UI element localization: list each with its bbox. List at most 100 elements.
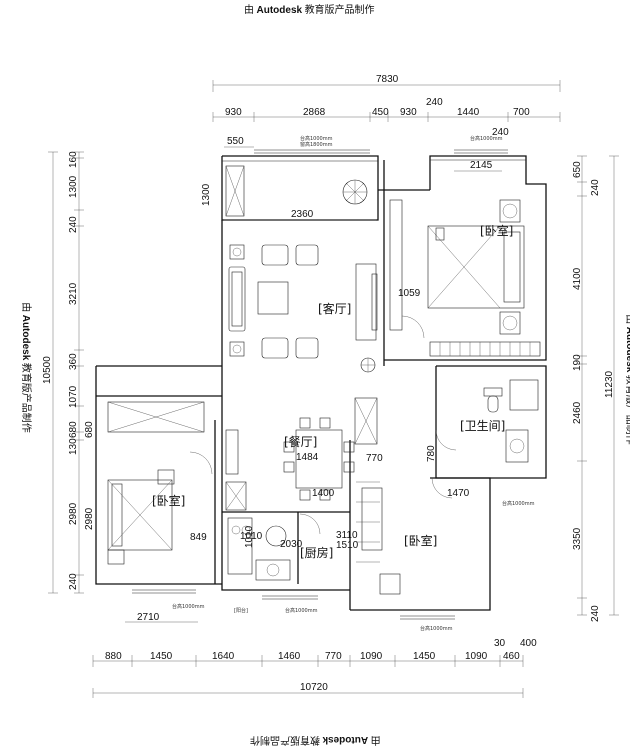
dim-right-0: 650 (572, 161, 583, 178)
plant-icon (342, 179, 368, 205)
washbasin (505, 429, 529, 463)
dim-right-6: 240 (590, 605, 601, 622)
dim-1400: 1400 (312, 488, 335, 499)
dim-770: 770 (366, 453, 383, 464)
dim-top-1: 2868 (303, 107, 326, 118)
dim-left-1: 1300 (68, 175, 79, 198)
bed-sw (107, 469, 175, 565)
dim-top-2: 450 (372, 107, 389, 118)
room-living-label: [客厅] (318, 301, 351, 316)
room-bedroom-sw-label: [卧室] (152, 493, 185, 508)
room-bedroom-se-label: [卧室] (404, 533, 437, 548)
dim-1010-v: 1010 (244, 525, 255, 548)
room-bedroom-ne-label: [卧室] (480, 223, 513, 238)
dim-left-7: 130 (68, 438, 79, 455)
dim-bottom-total: 10720 (300, 682, 328, 693)
note-window-sw: 台高1000mm (172, 603, 205, 610)
note-window-ne: 台高1000mm (470, 135, 503, 142)
dim-1484: 1484 (296, 452, 319, 463)
room-dining-label: [餐厅] (284, 434, 317, 449)
dim-550: 550 (227, 136, 244, 147)
note-window-kitchen: 台高1000mm (285, 607, 318, 614)
wardrobe-se (356, 481, 401, 595)
tv-cabinet (355, 263, 378, 341)
dim-right-5: 3350 (572, 527, 583, 550)
dim-left-4: 360 (68, 353, 79, 370)
dim-bottom-6: 1450 (413, 651, 436, 662)
left-dimension-chain: 10500 160 1300 240 3210 360 1070 680 130… (42, 151, 212, 594)
note-window-se: 台高1000mm (420, 625, 453, 632)
dim-top-total: 7830 (376, 74, 399, 85)
closets (107, 165, 403, 551)
dim-1470: 1470 (447, 488, 470, 499)
bed-ne (427, 199, 525, 335)
shower (509, 379, 539, 411)
dim-680: 680 (84, 421, 95, 438)
dim-right-4: 2460 (572, 401, 583, 424)
room-kitchen-label: [厨房] (300, 545, 333, 560)
dim-780: 780 (426, 445, 437, 462)
wardrobe-ne (429, 341, 541, 357)
dim-left-3: 3210 (68, 282, 79, 305)
dim-top-0: 930 (225, 107, 242, 118)
dim-right-3: 190 (572, 354, 583, 371)
watermark-top: 由 Autodesk 教育版产品制作 (244, 5, 375, 16)
dim-top-5: 700 (513, 107, 530, 118)
dim-1510: 1510 (336, 540, 359, 551)
dim-top-3: 930 (400, 107, 417, 118)
note-balcony: [阳台] (234, 607, 248, 614)
dim-400: 400 (520, 638, 537, 649)
dim-right-1: 240 (590, 179, 601, 196)
dim-bottom-8: 460 (503, 651, 520, 662)
dim-left-6: 680 (68, 421, 79, 438)
window-notes: 台高1000mm 窗高1800mm 台高1000mm 台高1000mm 台高10… (172, 135, 535, 632)
dim-bottom-0: 880 (105, 651, 122, 662)
dim-2145: 2145 (470, 160, 493, 171)
dim-top-240b: 240 (492, 127, 509, 138)
dim-2360: 2360 (291, 209, 314, 220)
dim-left-2: 240 (68, 216, 79, 233)
dim-top-4: 1440 (457, 107, 480, 118)
dim-2980: 2980 (84, 507, 95, 530)
note-window-top2: 窗高1800mm (300, 141, 333, 148)
dim-2030: 2030 (280, 539, 303, 550)
dim-left-8: 2980 (68, 502, 79, 525)
dim-top-240a: 240 (426, 97, 443, 108)
dim-bottom-2: 1640 (212, 651, 235, 662)
dim-right-2: 4100 (572, 267, 583, 290)
dim-left-0: 160 (68, 151, 79, 168)
dim-3110: 3110 (336, 530, 358, 541)
kitchen-counter (227, 517, 291, 581)
dim-bottom-3: 1460 (278, 651, 301, 662)
dim-1300: 1300 (201, 183, 212, 206)
dim-2710: 2710 (137, 612, 160, 623)
bottom-dimension-chain: 880 1450 1640 1460 770 1090 1450 1090 46… (92, 612, 537, 698)
dim-1010: 1010 (240, 531, 263, 542)
interior-dims: 2360 1059 770 780 1470 1400 849 1010 101… (190, 209, 470, 551)
dim-bottom-4: 770 (325, 651, 342, 662)
dim-849: 849 (190, 532, 207, 543)
dim-bottom-1: 1450 (150, 651, 173, 662)
plant-icon-2 (360, 357, 376, 373)
dining-table (283, 417, 355, 501)
dim-30: 30 (494, 638, 506, 649)
toilet (483, 387, 503, 413)
dim-left-9: 240 (68, 573, 79, 590)
sofa-set (228, 244, 319, 359)
dim-right-total: 11230 (604, 370, 615, 398)
room-labels: [客厅] [卧室] [卫生间] [卧室] [厨房] [卧室] [餐厅] (152, 223, 513, 560)
right-dimension-chain: 650 240 4100 190 2460 3350 240 11230 (572, 155, 619, 622)
dim-left-total: 10500 (42, 356, 53, 384)
walls (95, 155, 547, 611)
top-dimension-chain: 7830 930 2868 450 930 1440 700 240 240 5… (212, 74, 561, 172)
dim-1059: 1059 (398, 288, 421, 299)
dim-bottom-7: 1090 (465, 651, 488, 662)
dim-left-5: 1070 (68, 385, 79, 408)
note-window-bath: 台高1000mm (502, 500, 535, 507)
dim-bottom-5: 1090 (360, 651, 383, 662)
note-window-top: 台高1000mm (300, 135, 333, 142)
windows (132, 149, 508, 620)
room-bath-label: [卫生间] (460, 419, 505, 433)
doors (189, 315, 457, 535)
